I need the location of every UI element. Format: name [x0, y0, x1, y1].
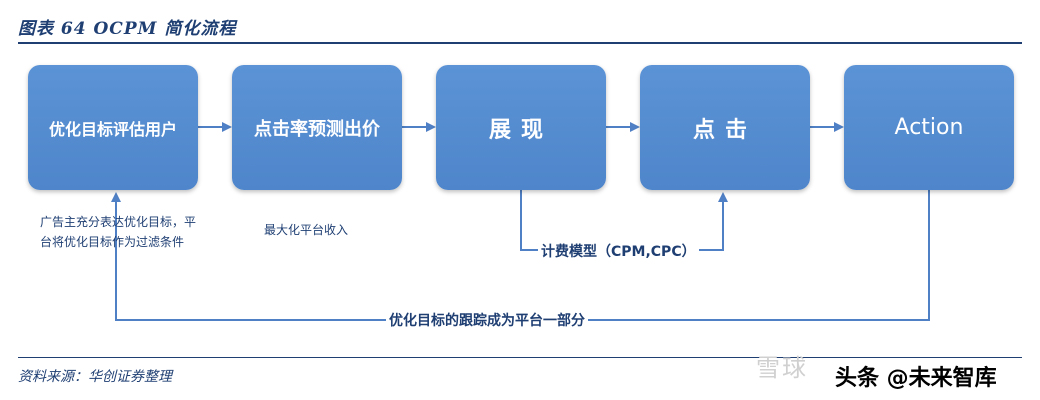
box-action-label: Action	[894, 115, 964, 140]
maximize-note: 最大化平台收入	[264, 223, 349, 237]
feedback-label: 优化目标的跟踪成为平台一部分	[386, 310, 588, 330]
billing-model-label: 计费模型（CPM,CPC）	[538, 241, 699, 261]
advertiser-note-line-1: 广告主充分表达优化目标，平	[40, 215, 197, 229]
box-optimize-target-label: 优化目标评估用户	[48, 119, 177, 139]
box-optimize-target: 优化目标评估用户	[28, 65, 198, 190]
footer-rule	[18, 357, 1022, 358]
box-ctr-bid-label: 点击率预测出价	[254, 118, 380, 140]
source-note: 资料来源：华创证券整理	[18, 369, 172, 385]
box-click-label: 点击	[692, 117, 757, 143]
figure-title: 图表 64 OCPM 简化流程	[18, 19, 237, 39]
feedback-connector	[111, 190, 930, 321]
box-impression: 展现	[436, 65, 606, 190]
title-rule	[18, 42, 1022, 44]
advertiser-note-line-2: 台将优化目标作为过滤条件	[40, 235, 185, 249]
xueqiu-watermark: 雪球	[756, 354, 808, 382]
box-ctr-bid: 点击率预测出价	[232, 65, 402, 190]
toutiao-watermark: 头条 @未来智库	[835, 366, 997, 391]
advertiser-note: 广告主充分表达优化目标，平 台将优化目标作为过滤条件	[40, 212, 240, 252]
box-click: 点击	[640, 65, 810, 190]
box-impression-label: 展现	[488, 117, 553, 143]
box-action: Action	[844, 65, 1014, 190]
